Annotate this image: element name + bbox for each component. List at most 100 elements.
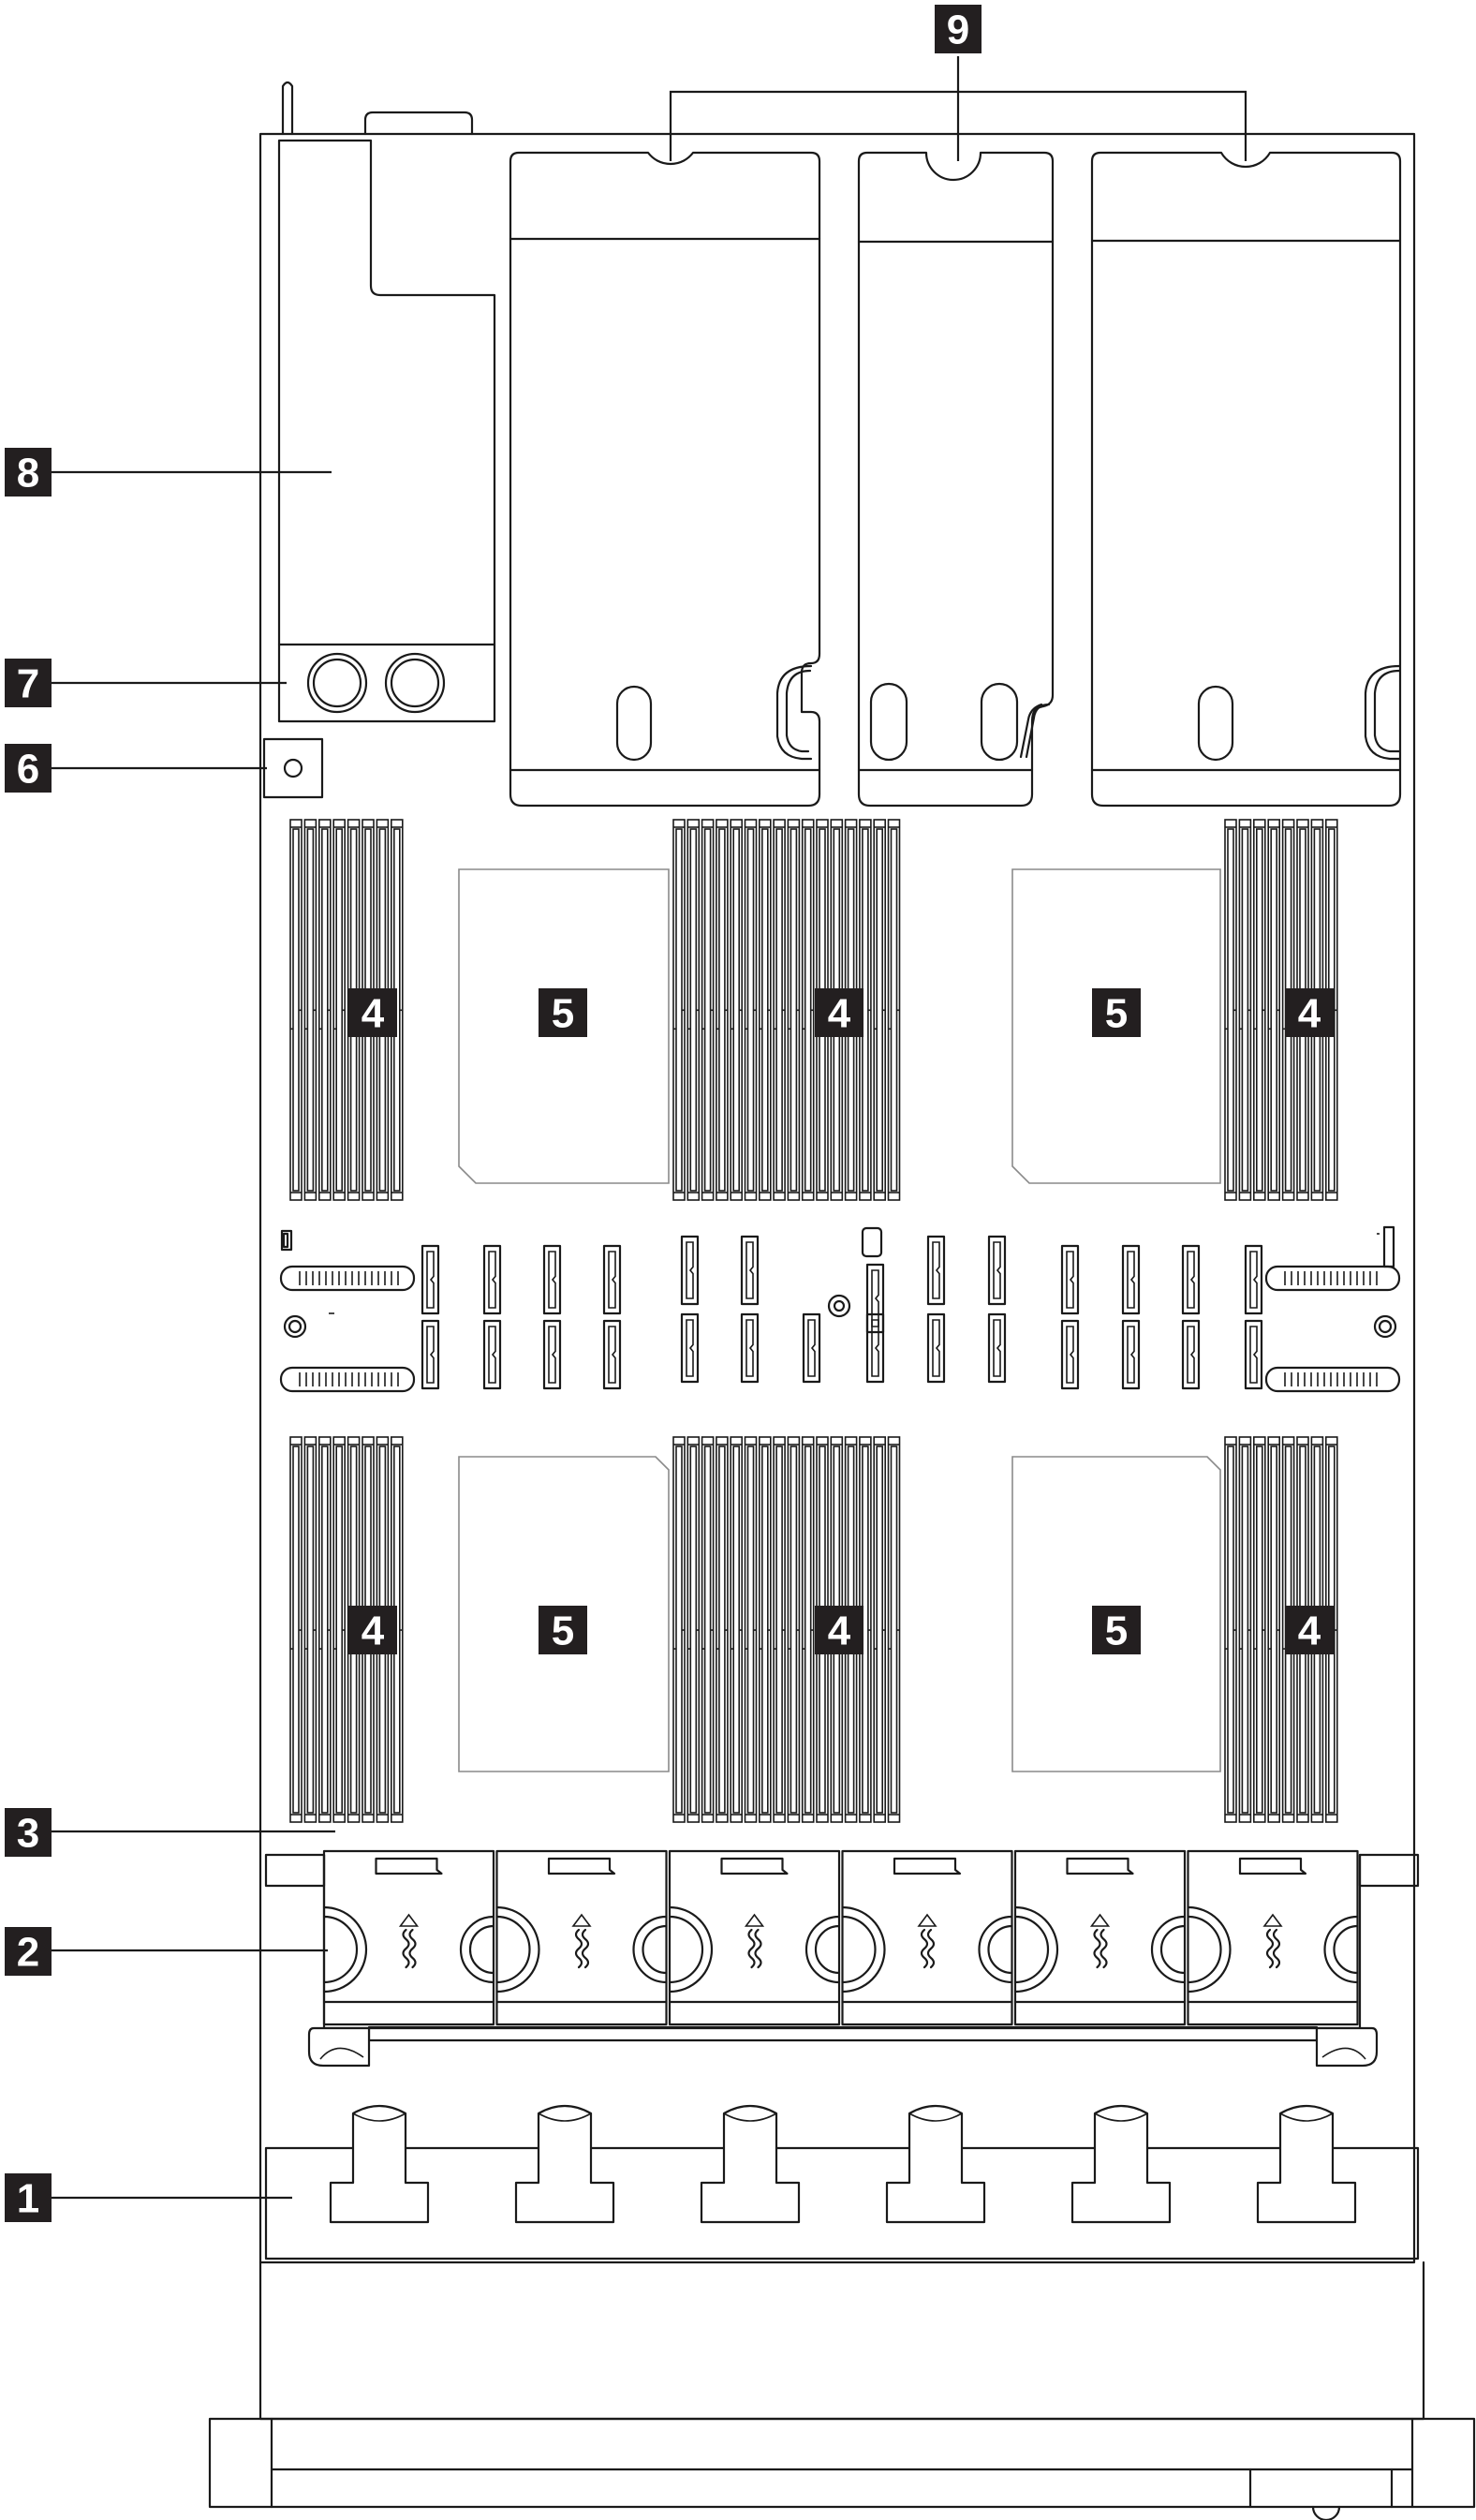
processor-4 bbox=[1011, 1456, 1221, 1772]
svg-text:1: 1 bbox=[17, 2176, 39, 2222]
dimm-slot bbox=[1253, 1436, 1266, 1823]
dimm-slot bbox=[1224, 1436, 1237, 1823]
svg-text:5: 5 bbox=[552, 991, 574, 1037]
dimm-banks-lower bbox=[289, 1436, 1338, 1823]
svg-text:6: 6 bbox=[17, 747, 39, 793]
svg-text:4: 4 bbox=[362, 991, 385, 1037]
front-air-baffle bbox=[264, 2146, 1420, 2261]
dimm-slot bbox=[289, 1436, 303, 1823]
callout-4-upper-right: 4 bbox=[1285, 988, 1334, 1037]
riser-assembly-2 bbox=[857, 151, 1055, 808]
dimm-slot bbox=[1267, 819, 1280, 1201]
dimm-slot bbox=[758, 1436, 772, 1823]
pcie-connector bbox=[865, 1312, 885, 1384]
dimm-slot bbox=[317, 1436, 332, 1823]
dimm-slot bbox=[701, 819, 715, 1201]
riser-assembly-3 bbox=[1090, 151, 1402, 808]
svg-text:4: 4 bbox=[1298, 1608, 1321, 1654]
svg-text:7: 7 bbox=[17, 661, 39, 707]
dimm-slot bbox=[730, 819, 744, 1201]
dimm-slot bbox=[332, 1436, 347, 1823]
dimm-slot bbox=[758, 819, 772, 1201]
dimm-slot bbox=[887, 1436, 901, 1823]
dimm-slot bbox=[716, 1436, 729, 1823]
callout-4-lower-center: 4 bbox=[815, 1606, 863, 1654]
pcie-connector bbox=[865, 1263, 885, 1334]
callout-4-upper-left: 4 bbox=[348, 988, 397, 1037]
pcie-connector bbox=[926, 1312, 946, 1384]
pcie-connector bbox=[802, 1312, 821, 1384]
pcie-connector bbox=[987, 1235, 1007, 1306]
pcie-connector bbox=[680, 1312, 700, 1384]
dimm-banks-upper bbox=[289, 819, 1338, 1201]
svg-text:8: 8 bbox=[17, 451, 39, 497]
duct-tab bbox=[1256, 2104, 1357, 2224]
svg-text:5: 5 bbox=[552, 1608, 574, 1654]
pcie-connector bbox=[1244, 1319, 1263, 1390]
svg-text:5: 5 bbox=[1105, 1608, 1128, 1654]
callout-5-upper-right: 5 bbox=[1092, 988, 1141, 1037]
dimm-slot bbox=[787, 1436, 801, 1823]
dimm-slot bbox=[873, 819, 887, 1201]
pcie-connector bbox=[421, 1244, 440, 1315]
dimm-slot bbox=[801, 819, 815, 1201]
riser-assembly-1 bbox=[509, 151, 821, 808]
pcie-connector bbox=[740, 1312, 760, 1384]
dimm-slot bbox=[1238, 1436, 1252, 1823]
dimm-slot bbox=[773, 1436, 786, 1823]
svg-text:9: 9 bbox=[947, 7, 969, 53]
pcie-connector bbox=[926, 1235, 946, 1306]
dimm-slot bbox=[672, 819, 686, 1201]
svg-text:3: 3 bbox=[17, 1811, 39, 1857]
callout-3: 3 bbox=[5, 1808, 52, 1857]
pcie-connector bbox=[1060, 1244, 1080, 1315]
duct-tab bbox=[885, 2104, 986, 2224]
pcie-connector bbox=[1121, 1319, 1141, 1390]
processor-1 bbox=[458, 868, 670, 1184]
pcie-connector bbox=[1060, 1319, 1080, 1390]
dimm-slot bbox=[686, 1436, 701, 1823]
dimm-slot bbox=[289, 819, 303, 1201]
dimm-slot bbox=[1253, 819, 1266, 1201]
dimm-slot bbox=[303, 819, 317, 1201]
svg-text:4: 4 bbox=[828, 1608, 851, 1654]
pcie-connector bbox=[680, 1235, 700, 1306]
callout-2: 2 bbox=[5, 1927, 52, 1976]
power-connector-right bbox=[384, 652, 446, 714]
fan-module bbox=[1187, 1849, 1359, 2026]
duct-tab bbox=[1070, 2104, 1172, 2224]
svg-text:2: 2 bbox=[17, 1930, 39, 1976]
pcie-connector bbox=[602, 1244, 622, 1315]
callout-9: 9 bbox=[935, 5, 982, 53]
processor-2 bbox=[1011, 868, 1221, 1184]
svg-text:4: 4 bbox=[1298, 991, 1321, 1037]
dimm-slot bbox=[887, 819, 901, 1201]
dimm-slot bbox=[744, 1436, 758, 1823]
dimm-slot bbox=[873, 1436, 887, 1823]
svg-text:4: 4 bbox=[828, 991, 851, 1037]
duct-tab bbox=[329, 2104, 430, 2224]
fan-module bbox=[668, 1849, 841, 2026]
pcie-connector bbox=[740, 1235, 760, 1306]
dimm-slot bbox=[716, 819, 729, 1201]
dimm-slot bbox=[686, 819, 701, 1201]
callout-5-lower-right: 5 bbox=[1092, 1606, 1141, 1654]
fan-module bbox=[841, 1849, 1013, 2026]
svg-text:5: 5 bbox=[1105, 991, 1128, 1037]
dimm-slot bbox=[317, 819, 332, 1201]
dimm-slot bbox=[787, 819, 801, 1201]
front-bezel bbox=[208, 2261, 1476, 2520]
pcie-connector bbox=[482, 1244, 502, 1315]
chassis bbox=[258, 81, 1416, 2264]
pcie-connector bbox=[1181, 1319, 1201, 1390]
callout-5-upper-left: 5 bbox=[539, 988, 587, 1037]
pcie-connector bbox=[1121, 1244, 1141, 1315]
system-board-connectors bbox=[279, 1225, 1401, 1393]
dimm-slot bbox=[1224, 819, 1237, 1201]
pcie-connector bbox=[542, 1244, 562, 1315]
callout-4-lower-left: 4 bbox=[348, 1606, 397, 1654]
dimm-slot bbox=[744, 819, 758, 1201]
pcie-connector bbox=[987, 1312, 1007, 1384]
